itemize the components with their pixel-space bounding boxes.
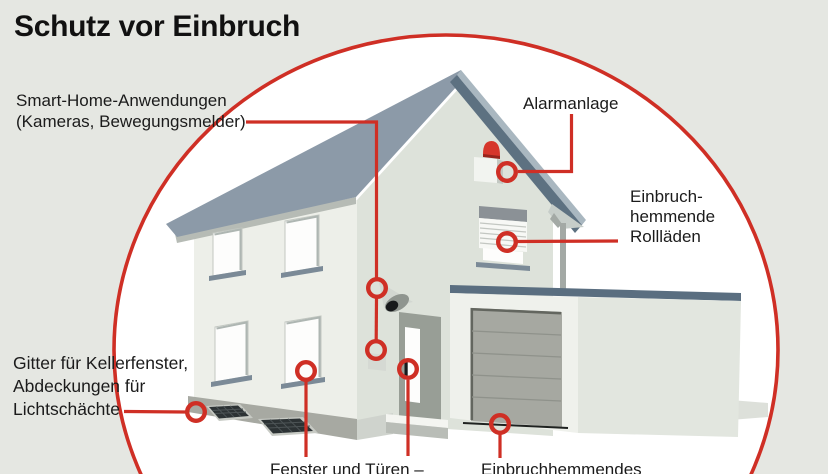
callout-lines <box>123 114 619 458</box>
marker-garage-door <box>489 413 512 436</box>
downpipe <box>560 223 566 289</box>
label-cellar-grates: Gitter für Kellerfenster, Abdeckungen fü… <box>13 352 188 421</box>
corner-shadow <box>357 413 393 440</box>
callout-line-shutters <box>517 239 619 244</box>
label-roller-shutters-line3: Rollläden <box>630 227 701 246</box>
front-windows-upper <box>209 214 323 281</box>
callout-line-cellar <box>123 409 186 414</box>
label-smart-home-line2: (Kameras, Bewegungsmelder) <box>16 112 246 131</box>
marker-window <box>295 360 318 383</box>
label-smart-home: Smart-Home-Anwendungen (Kameras, Bewegun… <box>16 90 246 132</box>
marker-alarm-system <box>496 160 519 183</box>
garage-door <box>462 307 569 429</box>
roof <box>166 70 461 237</box>
label-cellar-grates-line2: Abdeckungen für <box>13 376 146 396</box>
callout-line-smart-home <box>246 120 379 278</box>
garage-door-shadow <box>462 422 569 429</box>
marker-motion-detector <box>365 339 388 362</box>
label-alarm-system: Alarmanlage <box>523 94 619 113</box>
marker-smart-camera <box>366 277 389 300</box>
label-windows-doors: Fenster und Türen – <box>270 460 424 474</box>
cellar-grates <box>206 404 318 436</box>
label-cellar-grates-line3: Lichtschächte <box>13 399 121 419</box>
downpipe-elbow <box>550 213 562 228</box>
roof-barge-board <box>450 75 582 233</box>
garage-flat-roof <box>450 285 741 301</box>
entrance-door <box>399 312 441 425</box>
door-step <box>386 414 448 439</box>
roller-shutter-window <box>476 206 530 271</box>
label-smart-home-line1: Smart-Home-Anwendungen <box>16 91 227 110</box>
callout-markers <box>184 160 519 436</box>
label-cellar-grates-line1: Gitter für Kellerfenster, <box>13 353 189 373</box>
garage <box>450 285 741 437</box>
roof-edge-light <box>457 70 586 225</box>
label-roller-shutters: Einbruch- hemmende Rollläden <box>630 187 715 247</box>
garage-side-wall <box>578 297 741 437</box>
callout-line-alarm <box>518 114 574 174</box>
marker-roller-shutter <box>496 230 519 253</box>
marker-door-handle <box>397 358 420 381</box>
label-roller-shutters-line1: Einbruch- <box>630 187 703 206</box>
house-illustration <box>166 70 768 440</box>
page-title: Schutz vor Einbruch <box>14 10 300 43</box>
label-roller-shutters-line2: hemmende <box>630 207 716 226</box>
siren-dome-icon <box>483 141 500 156</box>
door-handle-icon <box>404 361 408 379</box>
marker-cellar-grate <box>184 401 207 424</box>
label-garage-door: Einbruchhemmendes <box>481 460 642 474</box>
